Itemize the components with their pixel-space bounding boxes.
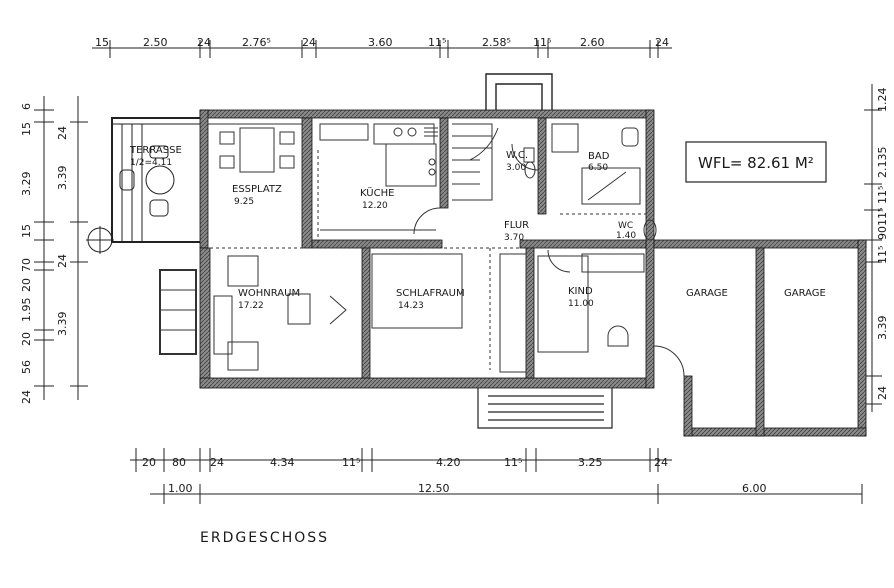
dim-left-inner-0: 24 bbox=[56, 126, 69, 140]
dim-bottom-4: 11⁵ bbox=[342, 456, 360, 469]
dim-bottom-5: 4.20 bbox=[436, 456, 461, 469]
dim-right-5: 11⁵ bbox=[876, 246, 889, 264]
room-labels: TERRASSE 1/2=4.11 ESSPLATZ 9.25 KÜCHE 12… bbox=[129, 145, 826, 311]
dim-bottom-0: 20 bbox=[142, 456, 156, 469]
dim-bottom-7: 3.25 bbox=[578, 456, 603, 469]
dim-bottom-3: 4.34 bbox=[270, 456, 295, 469]
dim-left-4: 70 bbox=[20, 258, 33, 272]
dim-top-4: 24 bbox=[302, 36, 316, 49]
dim-right-0: 1.24 bbox=[876, 88, 889, 113]
room-garage2-name: GARAGE bbox=[784, 288, 826, 299]
room-essplatz-area: 9.25 bbox=[234, 197, 254, 207]
wfl-value: WFL= 82.61 M² bbox=[698, 154, 814, 172]
door-swings bbox=[413, 143, 685, 377]
dim-left-3: 15 bbox=[20, 224, 33, 238]
room-wc-small-name: WC bbox=[618, 221, 633, 231]
dim-left-9: 24 bbox=[20, 390, 33, 404]
drawing-title: ERDGESCHOSS bbox=[200, 530, 329, 546]
room-essplatz-name: ESSPLATZ bbox=[232, 184, 282, 195]
dim-top-5: 3.60 bbox=[368, 36, 393, 49]
dim-left-0: 6 bbox=[20, 103, 33, 110]
dim-right-4: 90 bbox=[876, 226, 889, 240]
dim-top-8: 11⁵ bbox=[533, 36, 551, 49]
dim-left-6: 1.95 bbox=[20, 298, 33, 323]
room-wohnraum-name: WOHNRAUM bbox=[238, 288, 300, 299]
dim-top-9: 2.60 bbox=[580, 36, 605, 49]
room-garage1-name: GARAGE bbox=[686, 288, 728, 299]
room-wohnraum-area: 17.22 bbox=[238, 301, 264, 311]
room-kueche-area: 12.20 bbox=[362, 201, 388, 211]
bottom-dimension-lines bbox=[130, 448, 863, 504]
dim-left-inner-2: 24 bbox=[56, 254, 69, 268]
room-wc-top-area: 3.00 bbox=[506, 163, 526, 173]
room-kind-name: KIND bbox=[568, 286, 593, 297]
dim-right-2: 11⁵ bbox=[876, 186, 889, 204]
dim-top-7: 2.58⁵ bbox=[482, 36, 511, 49]
room-schlafraum-name: SCHLAFRAUM bbox=[396, 288, 465, 299]
top-dimension-line bbox=[92, 40, 672, 58]
room-kind-area: 11.00 bbox=[568, 299, 594, 309]
room-terrasse-area: 1/2=4.11 bbox=[130, 158, 172, 168]
top-dimension-labels: 15 2.50 24 2.76⁵ 24 3.60 11⁵ 2.58⁵ 11⁵ 2… bbox=[95, 36, 669, 49]
dim-right-1: 2.135 bbox=[876, 147, 889, 179]
interior-fixtures bbox=[159, 123, 657, 373]
room-wc-top-name: W.C. bbox=[506, 150, 528, 161]
left-dimension-lines bbox=[34, 96, 88, 400]
wfl-box bbox=[685, 141, 827, 183]
entrance-steps bbox=[477, 388, 613, 429]
left-dimension-labels: 6 15 3.29 15 70 20 1.95 20 56 24 24 3.39… bbox=[20, 103, 69, 404]
right-dimension-line bbox=[864, 84, 882, 412]
dim-top-0: 15 bbox=[95, 36, 109, 49]
bottom-dimension-labels: 20 80 24 4.34 11⁵ 4.20 11⁵ 3.25 24 1.00 … bbox=[142, 456, 767, 495]
room-wc-small-area: 1.40 bbox=[616, 231, 636, 241]
dim-bottom-6: 11⁵ bbox=[504, 456, 522, 469]
main-house-walls bbox=[199, 109, 655, 389]
room-schlafraum-area: 14.23 bbox=[398, 301, 424, 311]
dim-left-8: 56 bbox=[20, 360, 33, 374]
room-terrasse-name: TERRASSE bbox=[129, 145, 182, 156]
entrance-porch bbox=[485, 73, 553, 110]
dim-top-1: 2.50 bbox=[143, 36, 168, 49]
dim-bottom2-0: 1.00 bbox=[168, 482, 193, 495]
dim-bottom2-2: 6.00 bbox=[742, 482, 767, 495]
right-dimension-labels: 1.24 2.135 11⁵ 11⁵ 90 11⁵ 3.39 24 bbox=[876, 88, 889, 401]
dim-bottom2-1: 12.50 bbox=[418, 482, 450, 495]
dim-left-inner-1: 3.39 bbox=[56, 166, 69, 191]
dim-bottom-8: 24 bbox=[654, 456, 668, 469]
dim-left-2: 3.29 bbox=[20, 172, 33, 197]
dim-top-6: 11⁵ bbox=[428, 36, 446, 49]
dim-bottom-2: 24 bbox=[210, 456, 224, 469]
terrasse-area bbox=[86, 117, 207, 254]
service-lines bbox=[210, 150, 646, 370]
dim-top-3: 2.76⁵ bbox=[242, 36, 271, 49]
room-bad-area: 6.50 bbox=[588, 163, 608, 173]
room-flur-area: 3.70 bbox=[504, 233, 524, 243]
dim-right-7: 24 bbox=[876, 386, 889, 400]
room-kueche-name: KÜCHE bbox=[360, 186, 394, 199]
dim-right-6: 3.39 bbox=[876, 316, 889, 341]
garage-walls bbox=[653, 239, 867, 437]
dim-left-1: 15 bbox=[20, 122, 33, 136]
dim-left-5: 20 bbox=[20, 278, 33, 292]
dim-bottom-1: 80 bbox=[172, 456, 186, 469]
room-bad-name: BAD bbox=[588, 151, 610, 162]
room-flur-name: FLUR bbox=[504, 220, 529, 231]
dim-top-10: 24 bbox=[655, 36, 669, 49]
dim-top-2: 24 bbox=[197, 36, 211, 49]
dim-left-7: 20 bbox=[20, 332, 33, 346]
dim-right-3: 11⁵ bbox=[876, 208, 889, 226]
dim-left-inner-4: 3.39 bbox=[56, 312, 69, 337]
